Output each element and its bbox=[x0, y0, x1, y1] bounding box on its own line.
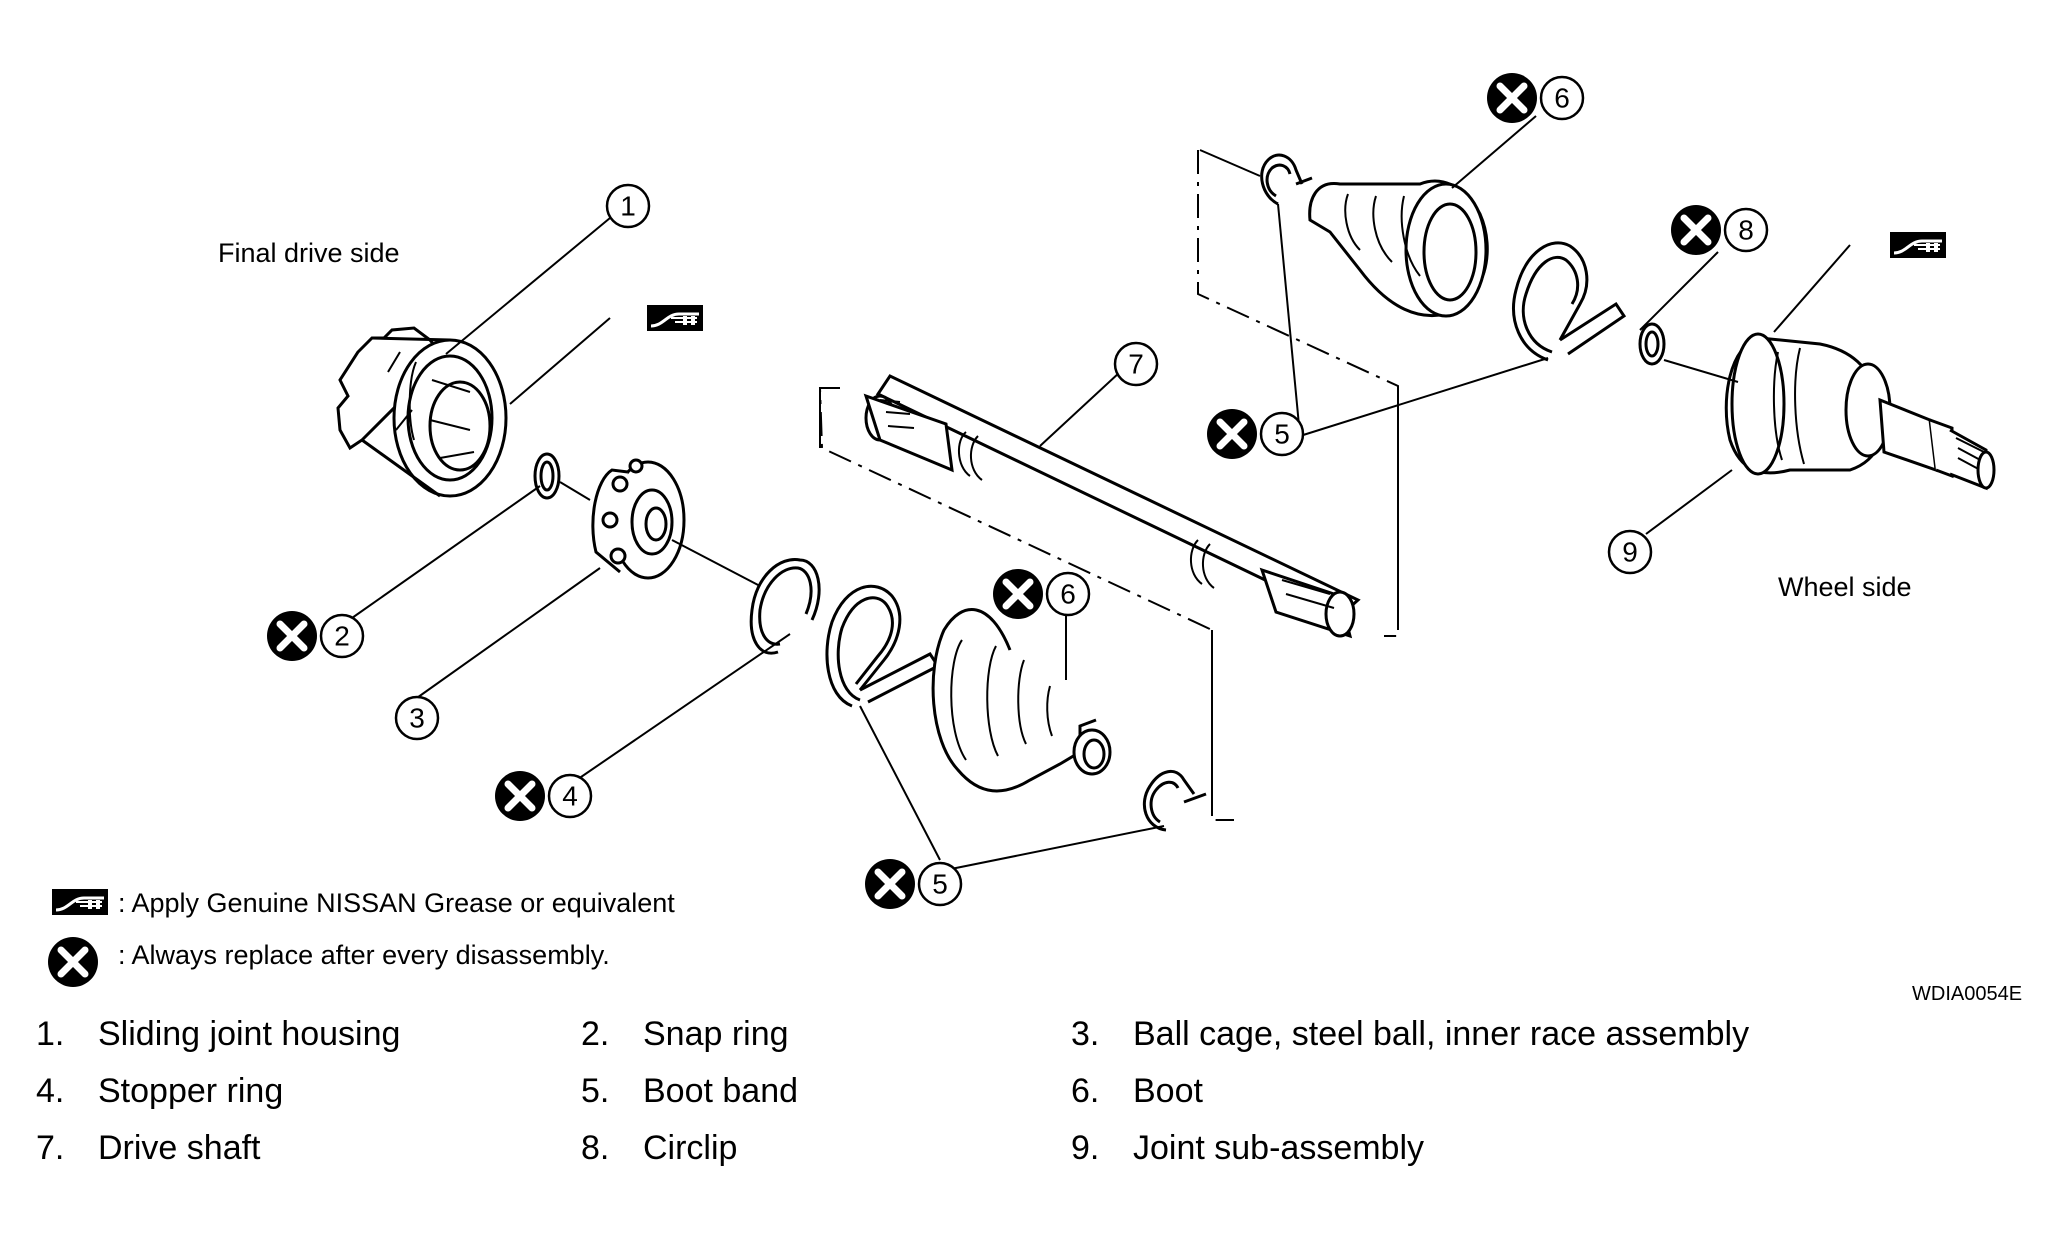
svg-text:6: 6 bbox=[1060, 579, 1076, 610]
assembly-bracket-right bbox=[1197, 149, 1399, 637]
replace-icon bbox=[495, 771, 545, 821]
grease-icon bbox=[645, 303, 705, 333]
legend-grease-text: : Apply Genuine NISSAN Grease or equival… bbox=[118, 888, 675, 918]
list-item: 4. Stopper ring bbox=[36, 1072, 283, 1111]
assembly-bracket-left bbox=[818, 387, 1234, 821]
sliding-joint-housing-drawing bbox=[336, 326, 508, 498]
replace-icon bbox=[865, 859, 915, 909]
circlip-drawing bbox=[1638, 322, 1666, 366]
snap-ring-drawing bbox=[533, 452, 561, 500]
svg-text:6: 6 bbox=[1554, 83, 1570, 114]
replace-icon bbox=[1207, 409, 1257, 459]
callout-2: 2 bbox=[267, 611, 365, 661]
svg-text:8: 8 bbox=[1738, 215, 1754, 246]
svg-text:1: 1 bbox=[620, 191, 636, 222]
boot-band-right-small-drawing bbox=[1260, 153, 1313, 206]
svg-text:7: 7 bbox=[1128, 349, 1144, 380]
final-drive-side-label: Final drive side bbox=[218, 238, 400, 268]
part-number: 8. bbox=[581, 1129, 610, 1167]
svg-text:2: 2 bbox=[334, 621, 350, 652]
part-number: 3. bbox=[1071, 1015, 1100, 1053]
parts-row: 1. Sliding joint housing 2. Snap ring 3. Ba… bbox=[36, 1015, 2016, 1072]
part-name: Joint sub-assembly bbox=[1133, 1129, 1425, 1167]
callout-7: 7 bbox=[1113, 341, 1159, 387]
parts-row: 7. Drive shaft 8. Circlip 9. Joint sub-asse… bbox=[36, 1129, 2016, 1186]
callout-6-right: 6 bbox=[1487, 73, 1585, 123]
svg-text:9: 9 bbox=[1622, 537, 1638, 568]
figure-code: WDIA0054E bbox=[1912, 983, 2022, 1005]
callout-6-left: 6 bbox=[993, 569, 1091, 619]
grease-icon bbox=[1888, 230, 1948, 260]
list-item: 9. Joint sub-assembly bbox=[1071, 1129, 1424, 1168]
part-number: 6. bbox=[1071, 1072, 1100, 1110]
boot-right-drawing bbox=[1308, 179, 1489, 318]
part-name: Boot band bbox=[643, 1072, 799, 1110]
svg-text:5: 5 bbox=[932, 869, 948, 900]
callout-9: 9 bbox=[1607, 529, 1653, 575]
boot-left-drawing bbox=[931, 608, 1112, 793]
replace-icon bbox=[1671, 205, 1721, 255]
svg-text:3: 3 bbox=[409, 703, 425, 734]
part-number: 1. bbox=[36, 1015, 65, 1053]
leader-lines bbox=[351, 115, 1851, 871]
boot-band-right-big-drawing bbox=[1512, 241, 1627, 362]
list-item: 1. Sliding joint housing bbox=[36, 1015, 400, 1054]
part-name: Boot bbox=[1133, 1072, 1203, 1110]
list-item: 6. Boot bbox=[1071, 1072, 1203, 1111]
part-name: Ball cage, steel ball, inner race assemb… bbox=[1133, 1015, 1750, 1053]
parts-row: 4. Stopper ring 5. Boot band 6. Boot bbox=[36, 1072, 2016, 1129]
list-item: 3. Ball cage, steel ball, inner race asse… bbox=[1071, 1015, 1749, 1054]
list-item: 7. Drive shaft bbox=[36, 1129, 261, 1168]
part-number: 4. bbox=[36, 1072, 65, 1110]
callout-1: 1 bbox=[605, 183, 651, 229]
callout-4: 4 bbox=[495, 771, 593, 821]
replace-icon bbox=[48, 937, 98, 987]
part-name: Sliding joint housing bbox=[98, 1015, 401, 1053]
ball-cage-drawing bbox=[591, 458, 686, 580]
joint-sub-assembly-drawing bbox=[1724, 332, 1996, 491]
wheel-side-label: Wheel side bbox=[1778, 572, 1912, 602]
boot-band-left-small-drawing bbox=[1142, 770, 1207, 832]
list-item: 2. Snap ring bbox=[581, 1015, 789, 1054]
part-name: Circlip bbox=[643, 1129, 738, 1167]
replace-icon bbox=[1487, 73, 1537, 123]
part-name: Stopper ring bbox=[98, 1072, 284, 1110]
callout-8: 8 bbox=[1671, 205, 1769, 255]
list-item: 8. Circlip bbox=[581, 1129, 737, 1168]
part-number: 9. bbox=[1071, 1129, 1100, 1167]
grease-icon bbox=[50, 887, 110, 917]
svg-text:4: 4 bbox=[562, 781, 578, 812]
callout-5-right: 5 bbox=[1207, 409, 1305, 459]
legend: : Apply Genuine NISSAN Grease or equival… bbox=[48, 887, 675, 987]
callout-3: 3 bbox=[394, 695, 440, 741]
svg-text:5: 5 bbox=[1274, 419, 1290, 450]
legend-replace-text: : Always replace after every disassembly… bbox=[118, 940, 610, 970]
stopper-ring-drawing bbox=[749, 558, 821, 655]
part-name: Snap ring bbox=[643, 1015, 789, 1053]
part-number: 5. bbox=[581, 1072, 610, 1110]
callout-5-left: 5 bbox=[865, 859, 963, 909]
drive-shaft-drawing bbox=[863, 374, 1361, 639]
part-name: Drive shaft bbox=[98, 1129, 261, 1167]
replace-icon bbox=[267, 611, 317, 661]
boot-band-left-drawing bbox=[825, 584, 941, 708]
part-number: 2. bbox=[581, 1015, 610, 1053]
part-number: 7. bbox=[36, 1129, 65, 1167]
list-item: 5. Boot band bbox=[581, 1072, 798, 1111]
parts-list: 1. Sliding joint housing 2. Snap ring 3. Ba… bbox=[36, 1015, 2016, 1186]
replace-icon bbox=[993, 569, 1043, 619]
